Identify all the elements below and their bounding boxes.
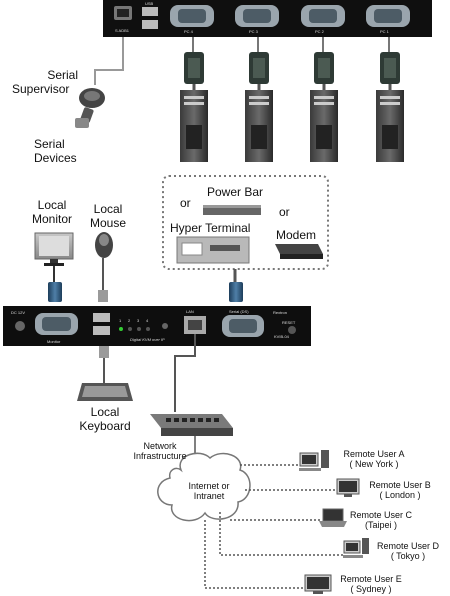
dc-power-jack [15,321,25,331]
power-bar-device [203,205,261,215]
svg-text:PC 1: PC 1 [380,29,390,34]
local-mouse [95,232,113,258]
svg-text:1: 1 [119,318,122,323]
svg-text:Rextron: Rextron [273,310,287,315]
kvm-button [162,323,168,329]
remote-user-b-label: Remote User B ( London ) [369,480,431,500]
pc-tower-2 [310,52,338,162]
network-switch [150,414,233,436]
internet-cloud [157,452,251,522]
keyboard-usb-plug [99,346,109,358]
hyper-terminal-device [176,236,250,264]
kvm-over-ip-unit: DC 12V Monitor 1 2 3 4 Digital KVM over … [3,306,311,346]
monitor-vga-connector [48,282,62,302]
remote-user-d-computer [343,538,369,558]
local-keyboard [77,383,133,401]
local-monitor-label: Local Monitor [31,198,72,226]
svg-text:DC 12V: DC 12V [11,310,25,315]
remote-user-a-label: Remote User A ( New York ) [343,449,405,469]
svg-text:PC 4: PC 4 [184,29,194,34]
svg-text:Monitor: Monitor [47,339,61,344]
serial-devices-label: Serial Devices [34,137,77,165]
serial-device-options-box [162,175,329,270]
svg-text:USB: USB [145,1,154,6]
svg-text:S ADB1: S ADB1 [115,28,130,33]
svg-text:PC 3: PC 3 [249,29,259,34]
pc-port-2: PC 2 [301,5,345,34]
serial-vga-connector [229,282,243,302]
remote-user-e-computer [304,574,332,594]
pc-port-1: PC 1 [366,5,410,34]
svg-text:Digital KVM over IP: Digital KVM over IP [130,337,165,342]
usb-port-2 [142,20,158,29]
usb-port-1 [142,7,158,16]
remote-user-d-label: Remote User D ( Tokyo ) [376,541,439,561]
port-indicators: 1 2 3 4 [119,318,150,331]
pc-tower-1 [376,52,404,162]
svg-text:RESET: RESET [282,320,296,325]
remote-user-c-laptop [319,508,347,527]
svg-text:PC 2: PC 2 [315,29,325,34]
remote-user-c-label: Remote User C (Taipei ) [349,510,412,530]
modem-device [275,244,323,259]
serial-supervisor-cable [75,37,124,128]
svg-text:LAN: LAN [186,309,194,314]
svg-text:KVIB-04: KVIB-04 [274,334,290,339]
remote-user-b-computer [336,478,360,497]
network-infrastructure-label: Network Infrastructure [133,441,187,461]
svg-text:Serial (DS): Serial (DS) [229,309,249,314]
pc-tower-4 [180,52,208,162]
local-keyboard-label: Local Keyboard [79,405,131,433]
top-kvm-switch-panel: S ADB1 USB PC 4 PC 3 PC 2 PC 1 [103,0,432,37]
svg-text:4: 4 [146,318,149,323]
local-mouse-label: Local Mouse [89,202,127,230]
hyper-terminal-label: Hyper Terminal [170,221,251,235]
modem-label: Modem [276,228,317,242]
kvm-usb-port-1 [93,313,110,322]
power-bar-label: Power Bar [207,185,264,199]
internet-intranet-label: Internet or Intranet [188,481,230,501]
remote-user-e-label: Remote User E ( Sydney ) [340,574,402,594]
reset-button [288,326,296,334]
kvm-usb-port-2 [93,326,110,335]
svg-text:3: 3 [137,318,140,323]
serial-supervisor-label: Serial Supervisor [12,68,78,96]
remote-user-a-computer [299,450,329,471]
pc-tower-3 [245,52,273,162]
pc-port-4: PC 4 [170,5,214,34]
or-label-2: or [279,205,290,219]
local-monitor [34,232,74,266]
serial-connector [75,118,89,128]
mouse-usb-plug [98,290,108,302]
pc-port-3: PC 3 [235,5,279,34]
or-label-1: or [180,196,191,210]
svg-text:2: 2 [128,318,131,323]
